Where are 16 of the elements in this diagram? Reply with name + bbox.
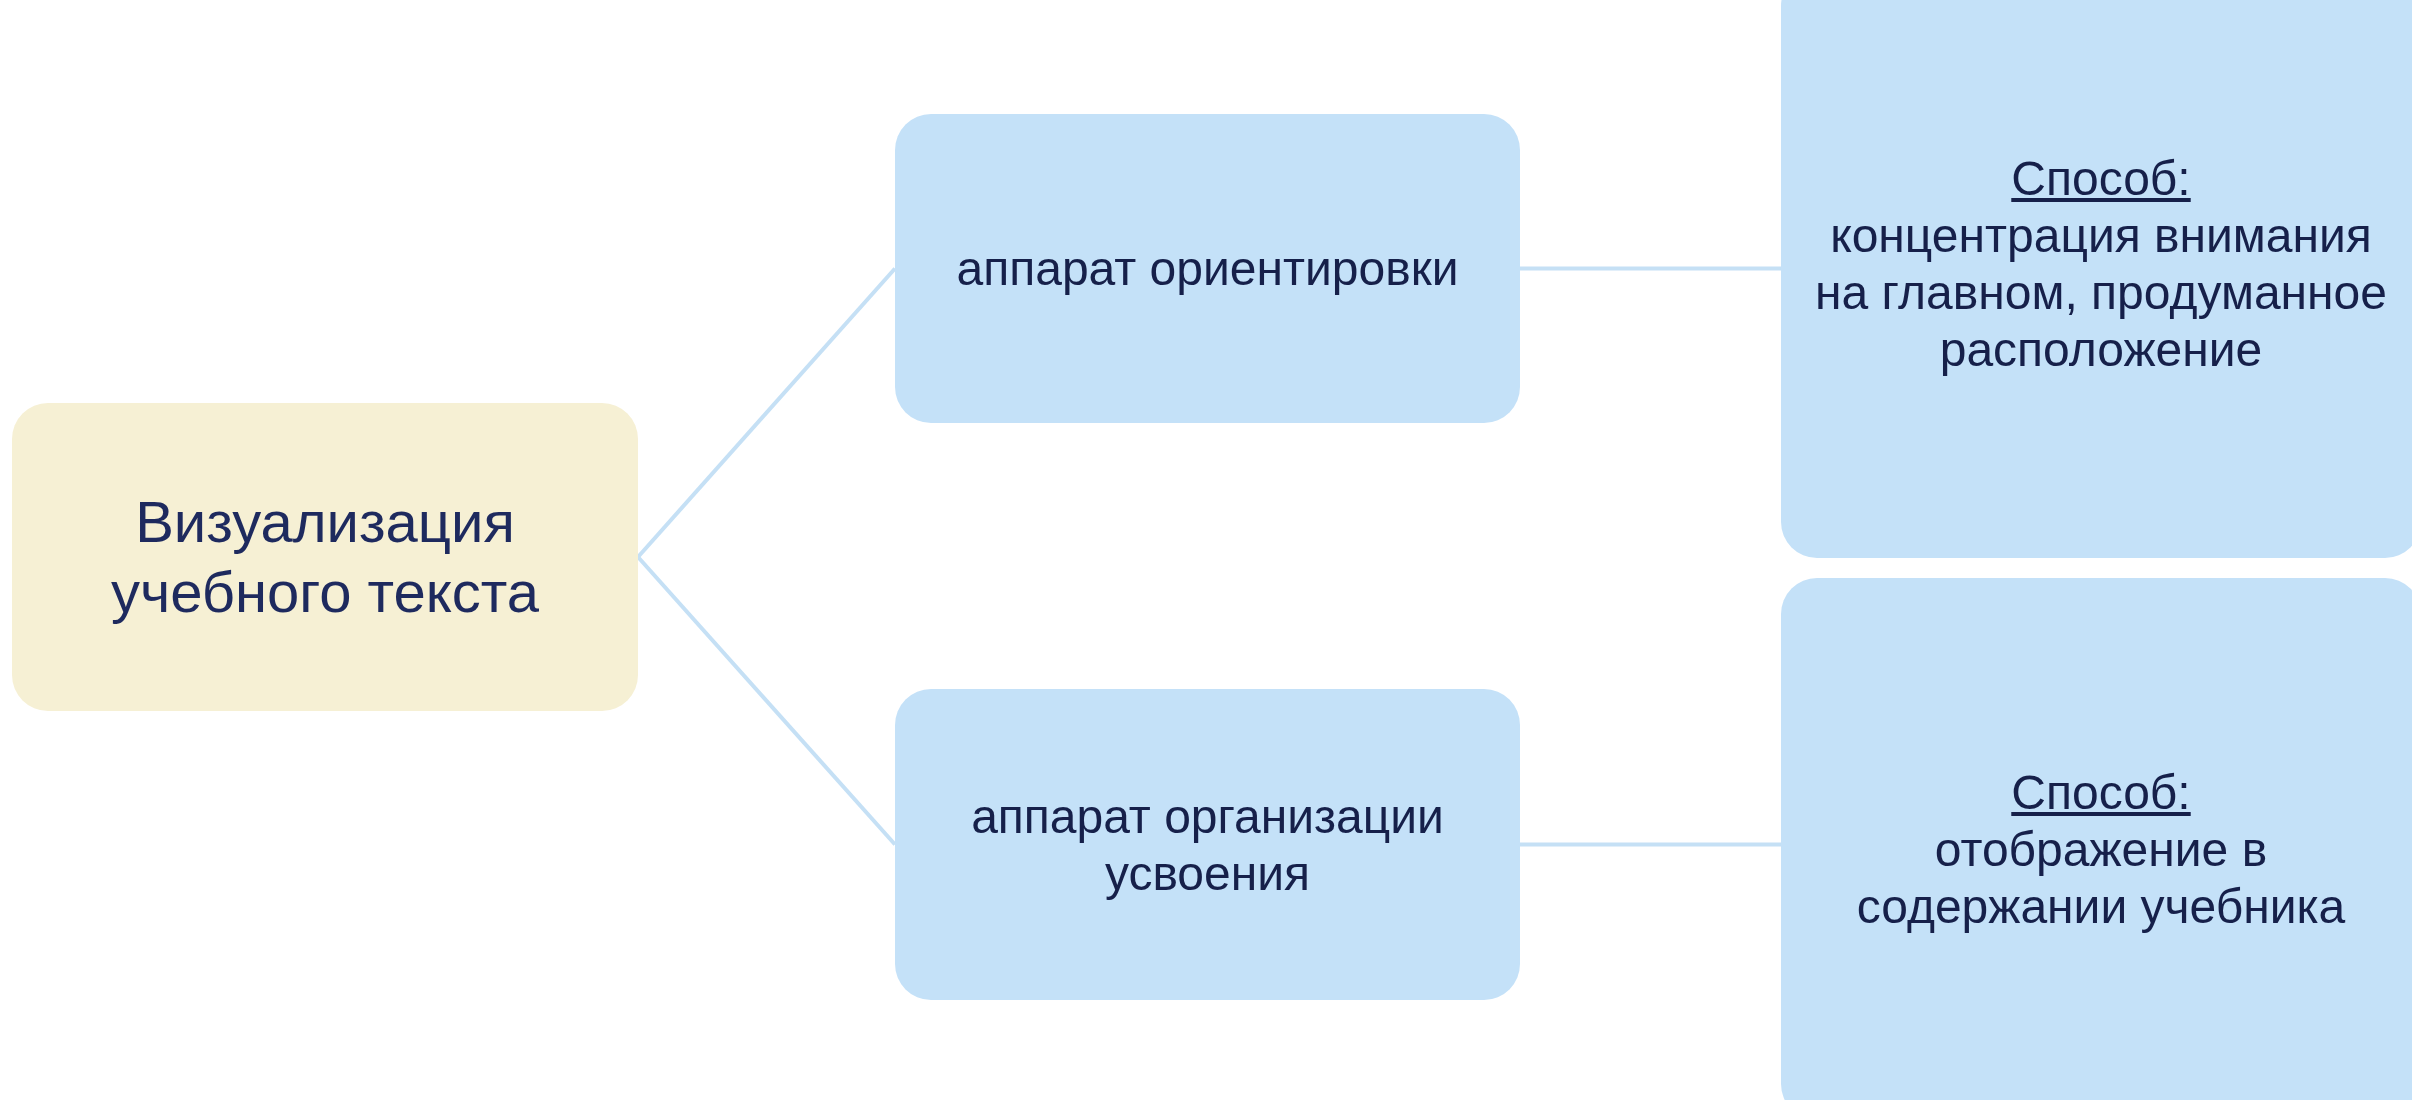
box-text: отображение в содержании учебника [1855, 821, 2347, 935]
box-text: концентрация внимания на главном, продуманное расположение [1814, 208, 2388, 378]
box-text: аппарат организации усвоения [970, 788, 1445, 902]
box-text: аппарат ориентировки [956, 241, 1459, 297]
connector-line [1520, 266, 1781, 271]
rounded-box [895, 689, 1520, 1000]
connector-line [1520, 842, 1781, 847]
rounded-box [1781, 578, 2412, 1100]
box-heading: Способ: [2011, 764, 2191, 821]
rounded-box [12, 403, 638, 711]
rounded-box [895, 114, 1520, 423]
connector-line [636, 555, 897, 846]
rounded-box [1781, 0, 2412, 558]
box-text: Визуализация учебного текста [110, 488, 540, 626]
box-heading: Способ: [2011, 151, 2191, 207]
connector-line [636, 267, 897, 559]
